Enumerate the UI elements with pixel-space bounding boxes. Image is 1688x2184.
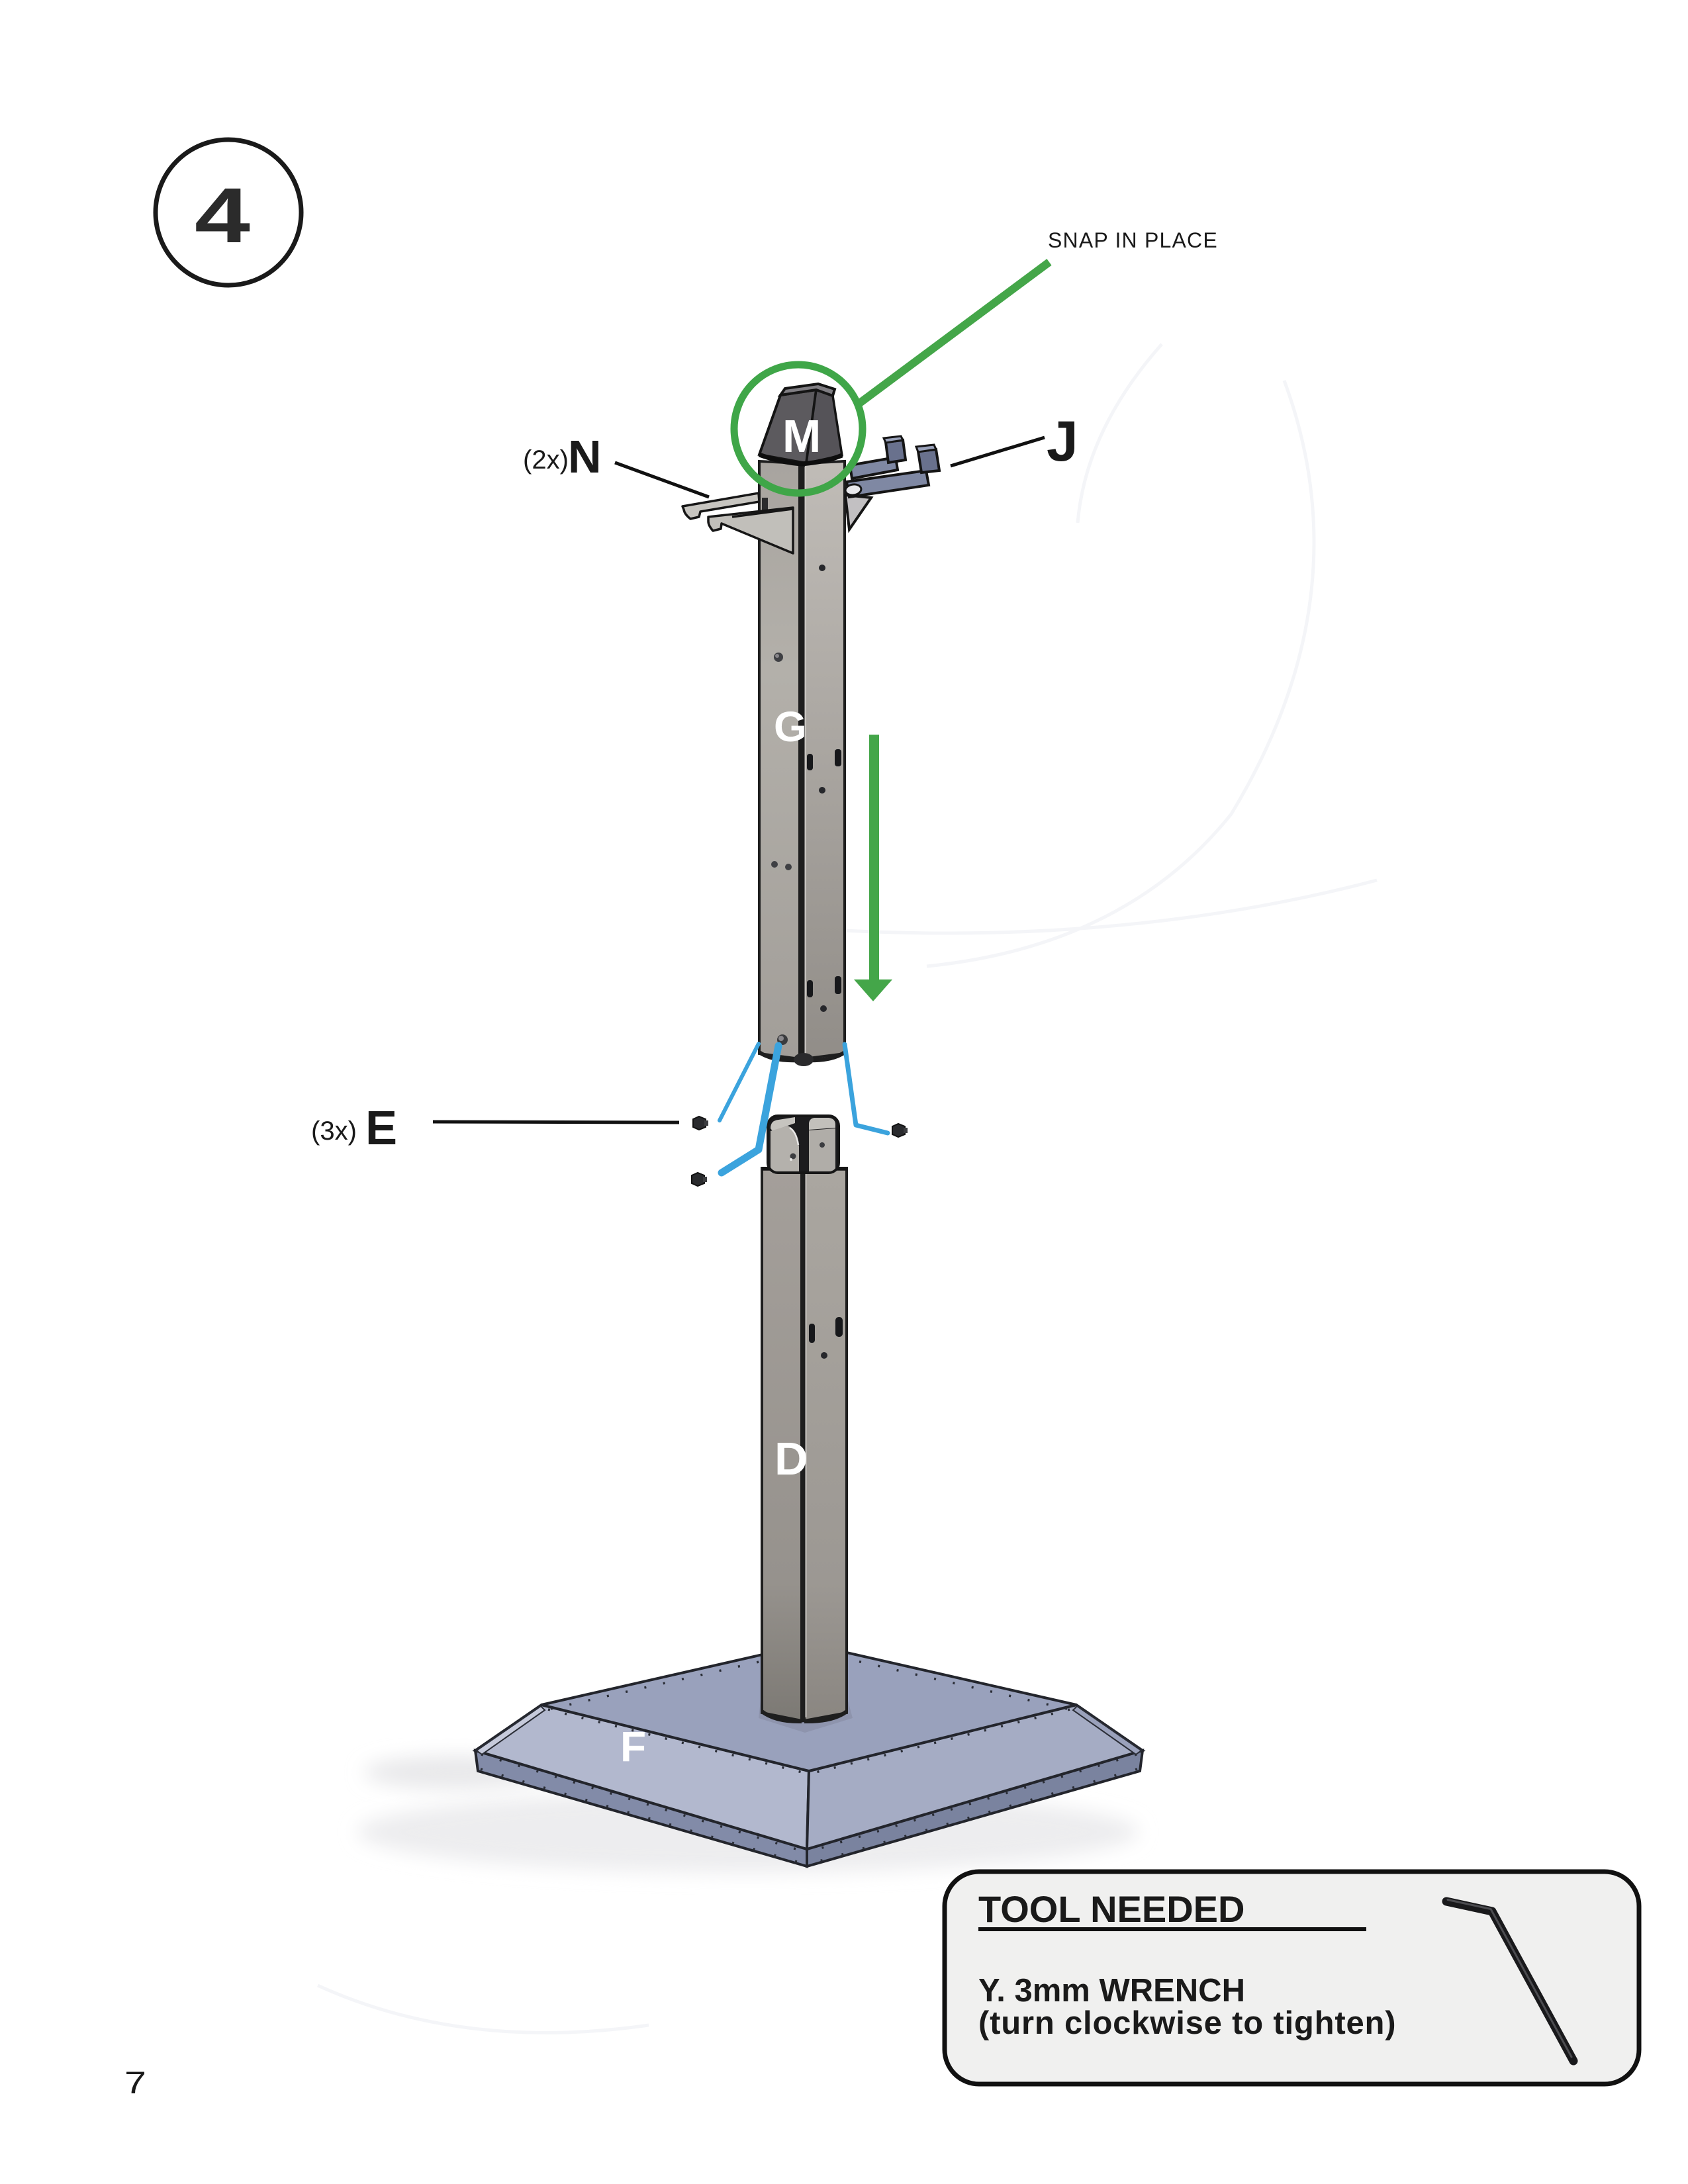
svg-text:Y. 3mm WRENCH: Y. 3mm WRENCH [978,1973,1245,2009]
svg-text:SNAP IN PLACE: SNAP IN PLACE [1048,228,1218,252]
svg-text:F: F [620,1723,646,1770]
svg-text:E: E [365,1102,397,1155]
svg-text:4: 4 [195,172,250,259]
svg-text:M: M [782,410,821,462]
svg-text:(turn clockwise to tighten): (turn clockwise to tighten) [978,2005,1396,2041]
svg-text:J: J [1047,410,1078,473]
svg-text:G: G [774,703,807,751]
svg-text:N: N [568,431,602,482]
svg-text:D: D [774,1433,808,1484]
svg-text:(2x): (2x) [523,445,569,475]
svg-text:7: 7 [124,2065,146,2100]
svg-text:(3x): (3x) [311,1116,357,1146]
svg-text:TOOL NEEDED: TOOL NEEDED [978,1888,1244,1930]
